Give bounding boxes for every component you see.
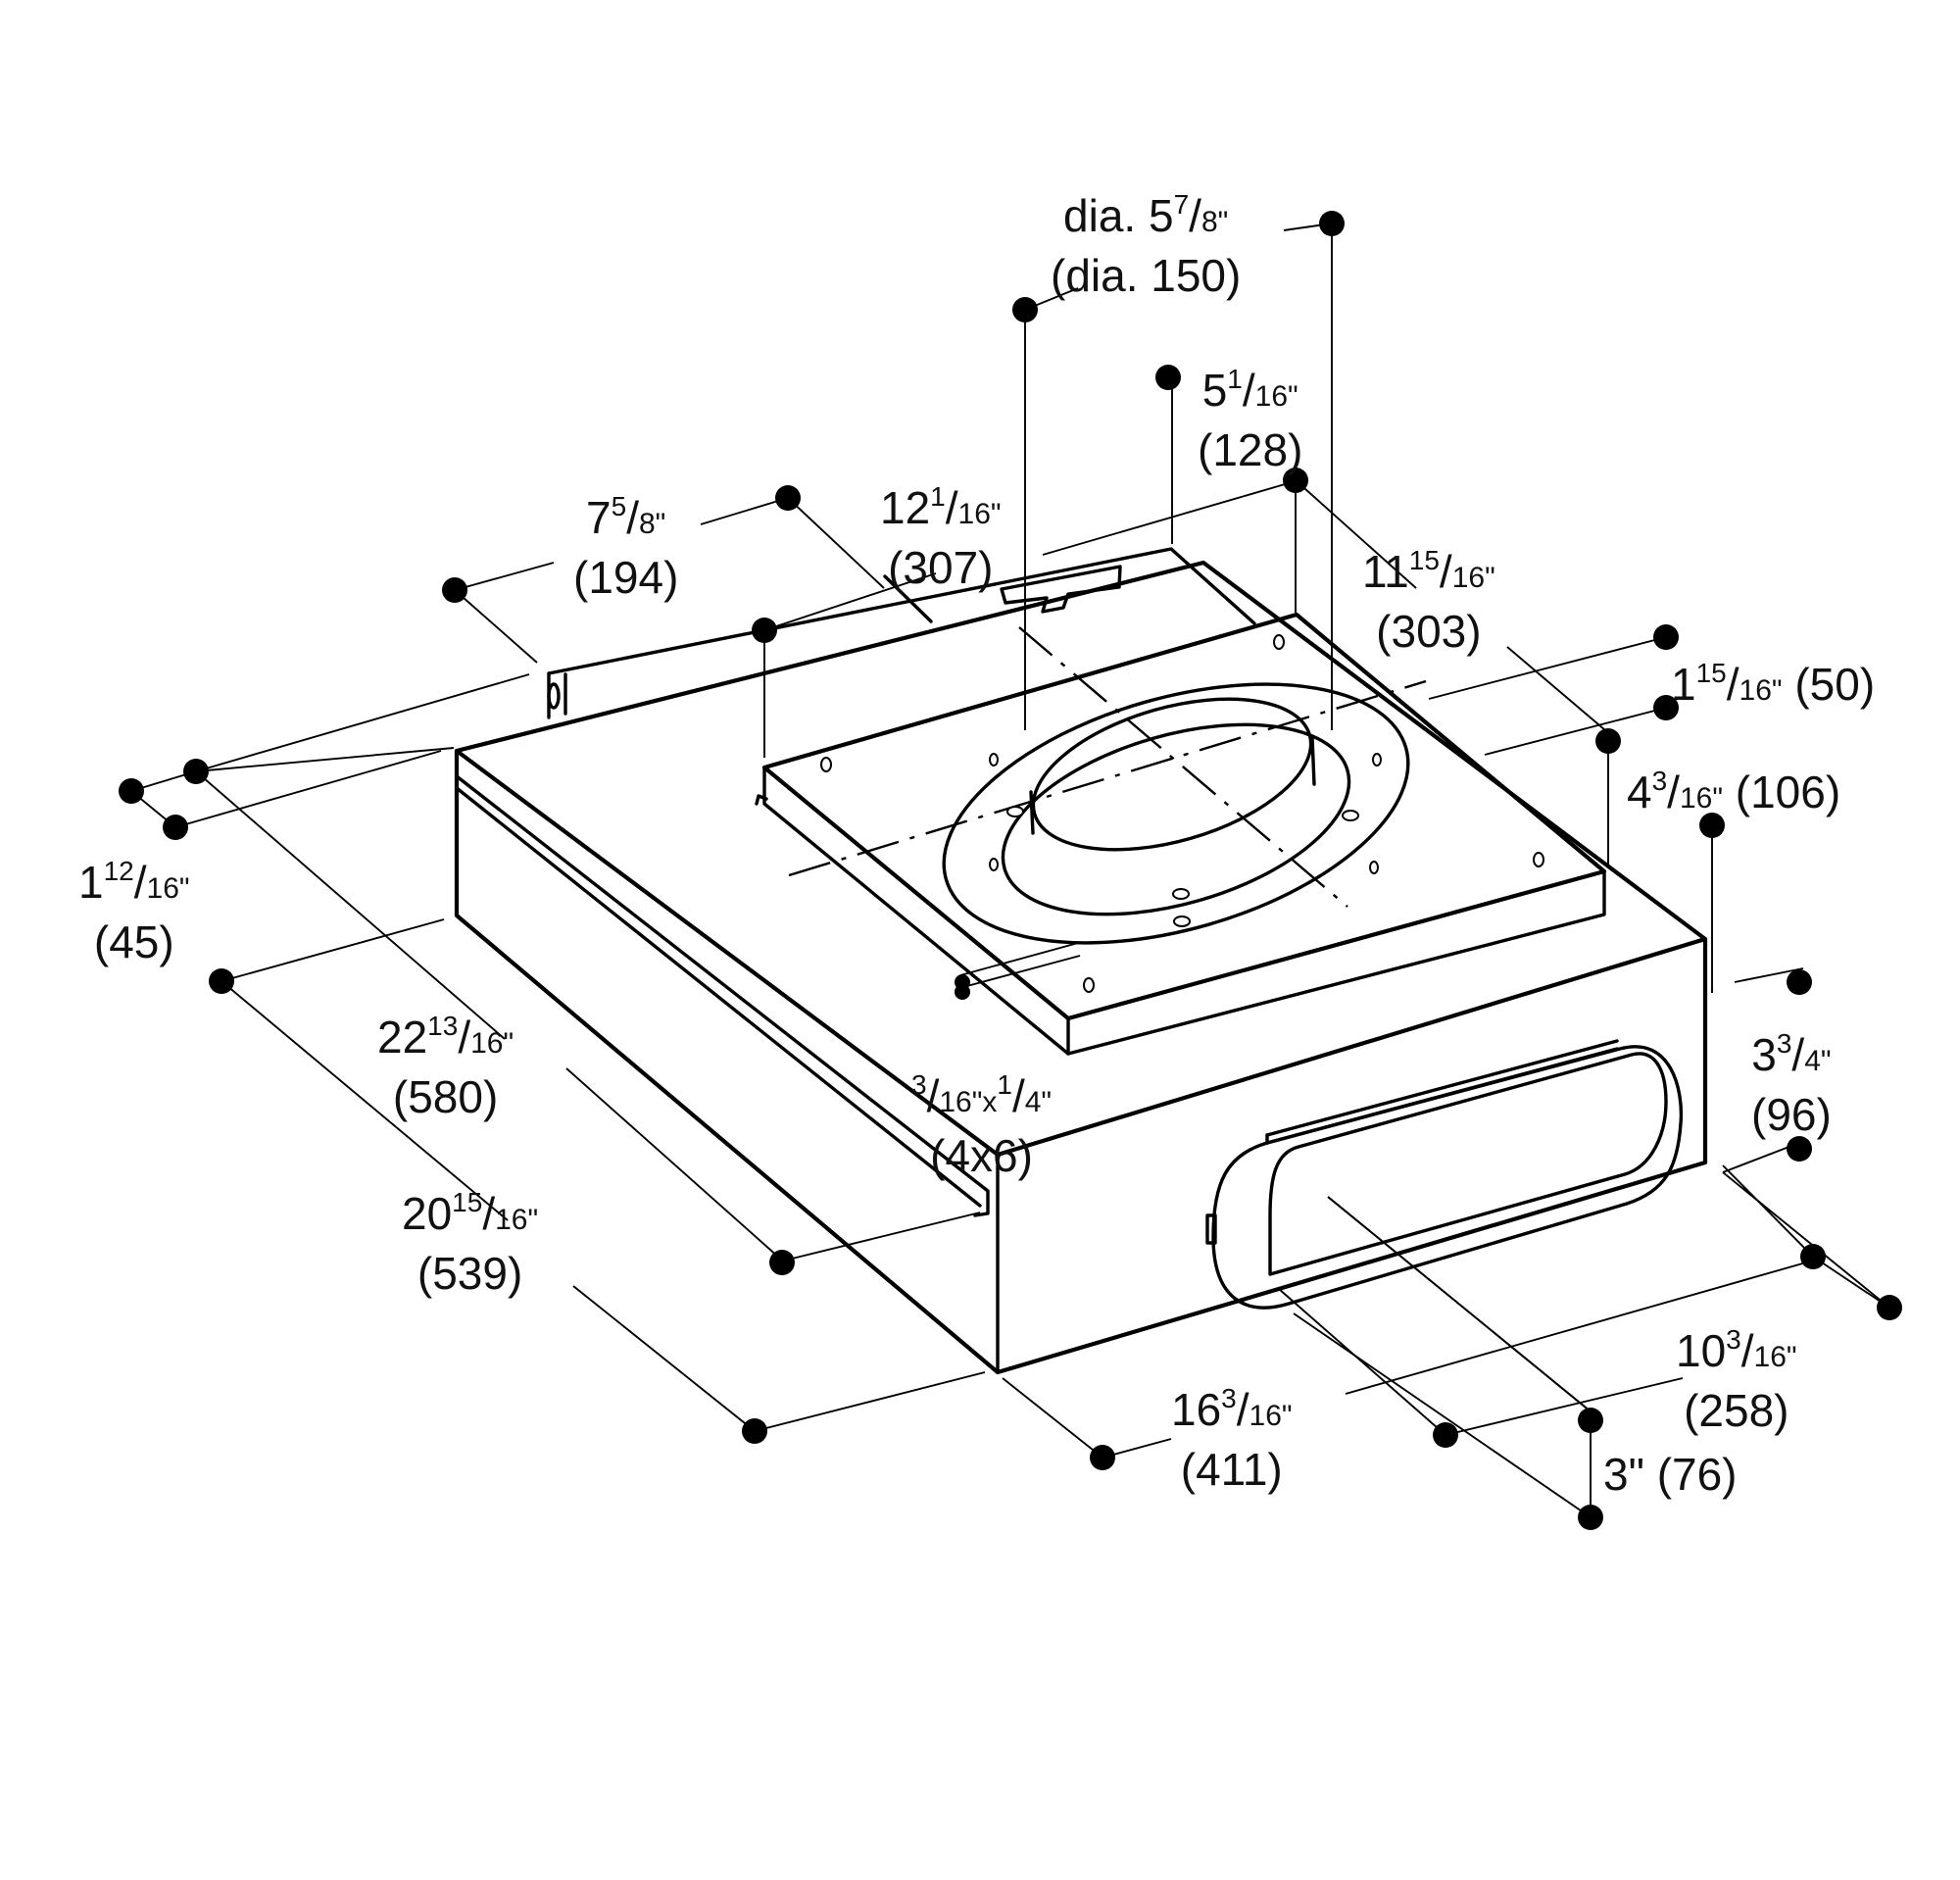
dim-dot (1578, 1408, 1603, 1433)
duct-collar (942, 682, 1410, 945)
dim-dot (1653, 624, 1679, 650)
dim-dot (1787, 969, 1812, 995)
dim-dot (1155, 365, 1181, 390)
label-step-height: 43/16" (106) (1627, 766, 1841, 817)
label-rect-width: 103/16" (258) (1676, 1313, 1797, 1437)
dim-dot (1012, 297, 1038, 322)
label-line: 2015/16" (402, 1187, 539, 1239)
label-outlet-offset: 51/16" (128) (1198, 353, 1302, 476)
dim-dot (1578, 1505, 1603, 1530)
rectangular-outlet (1205, 1039, 1684, 1310)
label-line: 51/16" (1201, 364, 1298, 416)
dim-dot (1595, 728, 1621, 754)
mounting-screws (820, 634, 1544, 993)
label-extension-depth: 75/8" (194) (573, 480, 678, 604)
dim-dot (752, 618, 777, 643)
dim-dot (163, 815, 188, 840)
dim-dot (1653, 695, 1679, 720)
label-body-depth: 2015/16" (539) (402, 1176, 538, 1300)
label-line: 33/4" (1751, 1028, 1832, 1080)
top-plate (755, 612, 1607, 1056)
label-line: 3/16"x1/4" (911, 1069, 1053, 1121)
label-line: 112/16" (78, 856, 190, 908)
dim-dot (209, 968, 234, 994)
dim-dot (1800, 1244, 1826, 1269)
dim-dot (769, 1250, 795, 1275)
label-total-depth: 2213/16" (580) (377, 1000, 514, 1123)
label-body-width: 163/16" (411) (1171, 1372, 1293, 1496)
dimension-dots (119, 211, 1902, 1530)
dim-dot (1319, 211, 1345, 236)
label-plate-depth: 1115/16" (303) (1362, 534, 1495, 658)
label-plate-width: 121/16" (307) (880, 470, 1002, 594)
label-duct-diameter: dia. 57/8" (dia. 150) (1051, 178, 1241, 302)
label-line: 103/16" (1676, 1324, 1797, 1376)
dim-dot (775, 485, 801, 511)
label-holes: 3/16"x1/4" (4x6) (911, 1059, 1052, 1182)
dim-dot (1433, 1422, 1458, 1448)
label-line: dia. 57/8" (1063, 189, 1229, 241)
label-line: 163/16" (1171, 1383, 1293, 1435)
label-front-height: 33/4" (96) (1751, 1017, 1832, 1141)
centre-lines (788, 626, 1427, 908)
label-line: 121/16" (880, 481, 1002, 533)
dim-dot (1877, 1295, 1902, 1320)
label-lip-height: 112/16" (45) (78, 845, 190, 968)
dim-dot (1699, 813, 1725, 838)
dim-dot (183, 759, 209, 784)
dim-dot (1787, 1136, 1812, 1162)
dim-dot (119, 778, 144, 804)
label-rect-height: 3" (76) (1603, 1449, 1738, 1500)
label-line: 75/8" (586, 491, 666, 543)
dim-dot (442, 577, 467, 603)
dim-dot (1090, 1445, 1115, 1470)
housing-body (454, 560, 1708, 1375)
dim-dot (742, 1418, 767, 1444)
label-line: 2213/16" (377, 1011, 514, 1063)
dimension-leaders (130, 223, 1890, 1518)
label-line: 1115/16" (1362, 545, 1495, 597)
dim-dot (955, 984, 970, 1000)
dim-dot (1283, 468, 1308, 493)
label-plate-height: 115/16" (50) (1671, 658, 1876, 710)
